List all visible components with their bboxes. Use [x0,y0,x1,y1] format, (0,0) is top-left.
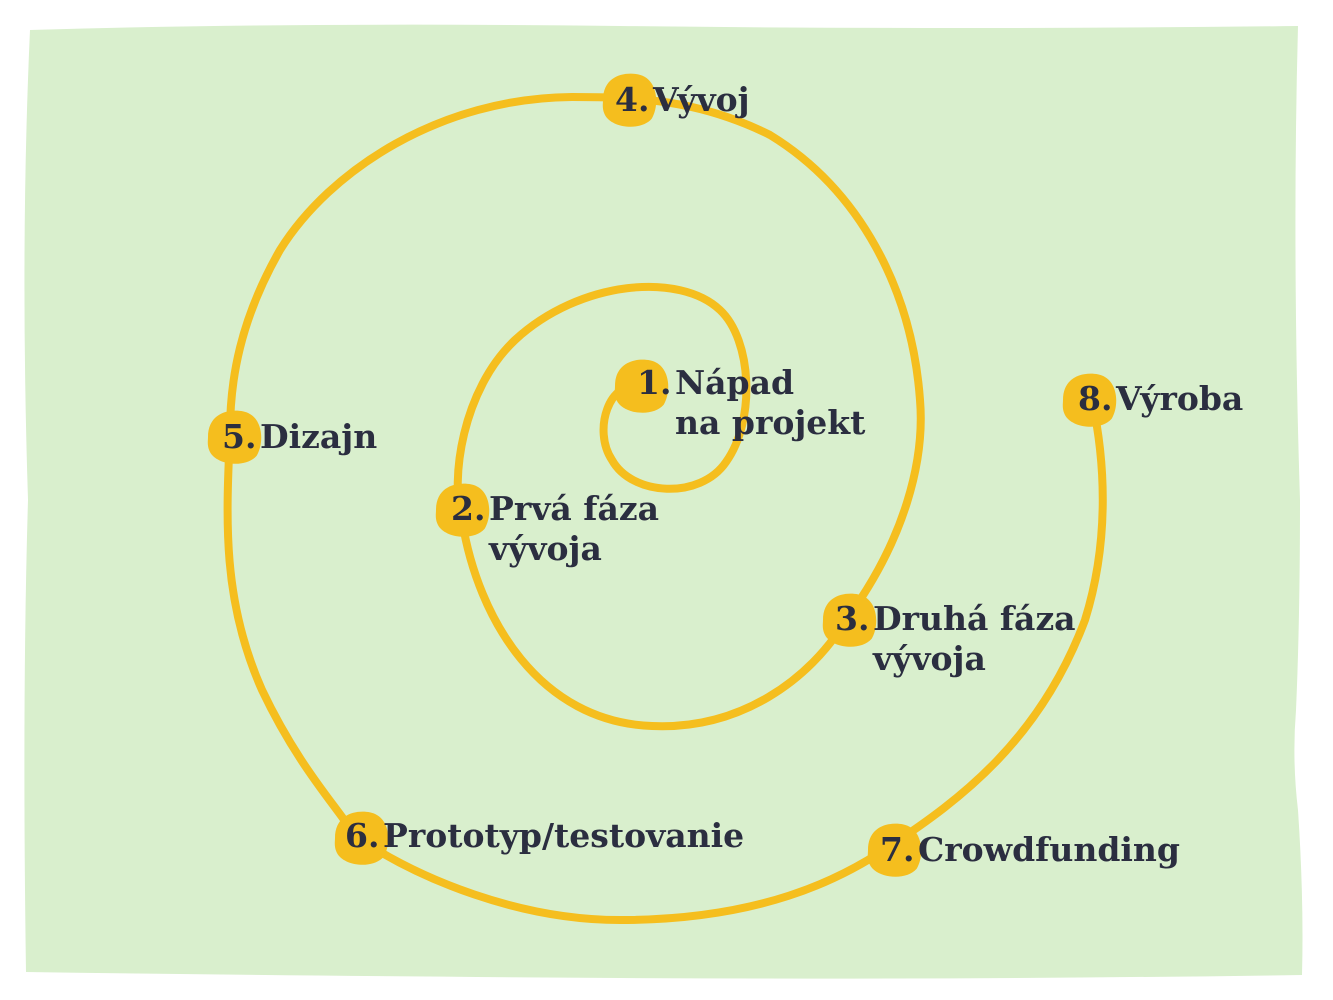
step-number: 8. [1078,379,1112,418]
step-number: 1. [637,363,671,402]
step-4: 4.Vývoj [602,73,750,127]
step-marker [822,593,877,647]
step-6: 6.Prototyp/testovanie [334,811,744,865]
step-5: 5.Dizajn [207,410,377,464]
step-number: 6. [345,816,379,855]
step-8: 8.Výroba [1062,373,1243,427]
step-number: 3. [835,599,869,638]
step-label: Prvá fáza [489,489,659,528]
step-number: 4. [615,80,649,119]
step-number: 2. [451,489,485,528]
step-label: Dizajn [260,417,377,456]
step-marker [334,811,389,865]
step-marker [614,359,669,413]
step-marker [207,410,262,464]
step-marker [1062,373,1117,427]
step-label: Vývoj [652,80,750,119]
step-label: Nápad [675,363,794,402]
step-label: Výroba [1115,379,1243,418]
step-number: 7. [880,830,914,869]
background-card [24,24,1303,979]
spiral-path [223,92,1107,925]
step-marker [867,823,922,877]
step-label: na projekt [675,403,866,442]
step-7: 7.Crowdfunding [867,823,1180,877]
step-marker [602,73,657,127]
step-number: 5. [222,417,256,456]
step-label: Crowdfunding [918,830,1180,869]
step-label: Druhá fáza [873,599,1076,638]
step-marker [435,483,490,537]
step-label: vývoja [872,639,986,678]
step-label: Prototyp/testovanie [383,816,744,855]
step-label: vývoja [488,529,602,568]
